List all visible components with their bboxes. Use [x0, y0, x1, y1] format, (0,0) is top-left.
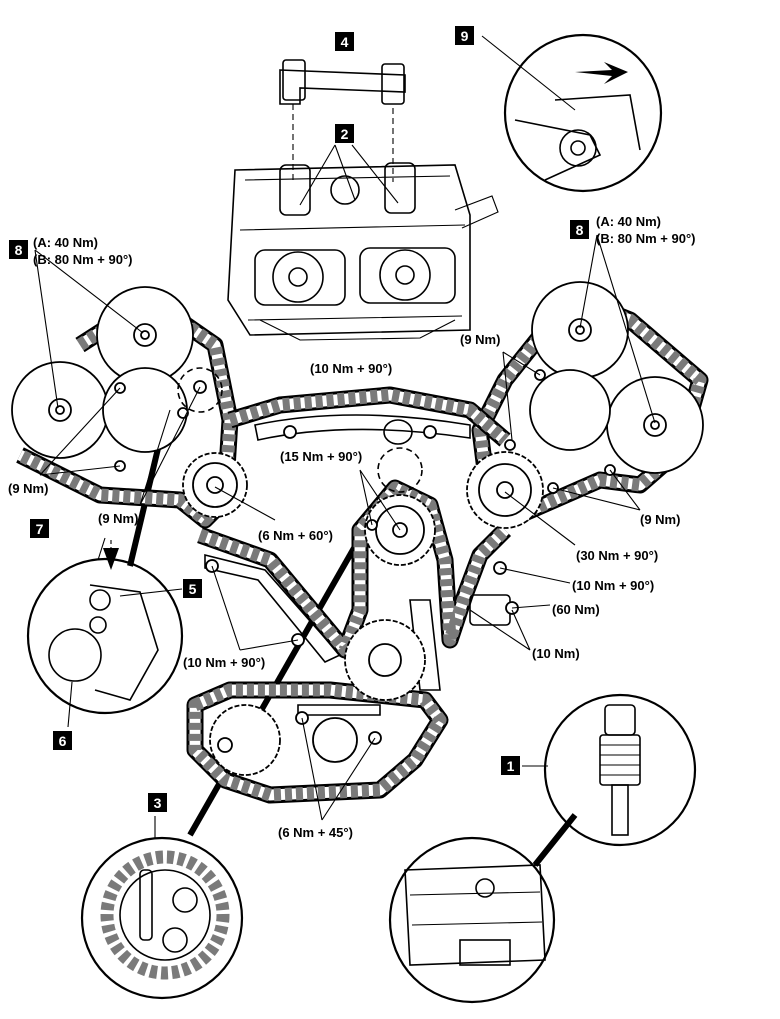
detail-callout-9	[503, 33, 663, 193]
press-arrow-icon	[103, 548, 119, 570]
badge-6	[53, 731, 72, 750]
camshaft-sprockets	[11, 281, 704, 494]
badge-8-left	[9, 240, 28, 259]
torque-bottom-6nm45: (6 Nm + 45°)	[278, 825, 353, 840]
torque-left-idler-6nm60: (6 Nm + 60°)	[258, 528, 333, 543]
torque-top-right-9nm: (9 Nm)	[460, 332, 500, 347]
torque-right-10nm90: (10 Nm + 90°)	[572, 578, 654, 593]
badge-2-text: 2	[341, 126, 349, 142]
rotation-arrow-icon	[575, 62, 628, 84]
torque-lower-left-10nm90: (10 Nm + 90°)	[183, 655, 265, 670]
badge-4-text: 4	[341, 34, 349, 50]
torque-right-30nm: (30 Nm + 90°)	[576, 548, 658, 563]
torque-right-a: (A: 40 Nm)	[596, 214, 661, 229]
badge-7	[30, 519, 49, 538]
chain-guides	[204, 414, 519, 745]
torque-left-b: (B: 80 Nm + 90°)	[33, 252, 132, 267]
badge-9-text: 9	[461, 28, 469, 44]
detail-callout-3	[80, 836, 244, 1000]
badge-4	[335, 32, 354, 51]
torque-labels: (A: 40 Nm) (B: 80 Nm + 90°) (A: 40 Nm) (…	[8, 214, 695, 840]
torque-left-9nm-a: (9 Nm)	[8, 481, 48, 496]
cylinder-head-illustration	[227, 162, 499, 341]
torque-right-10nm: (10 Nm)	[532, 646, 580, 661]
badge-3	[148, 793, 167, 812]
detail-callout-engine-block	[388, 836, 556, 1004]
badge-8-left-text: 8	[15, 242, 23, 258]
badge-1	[501, 756, 520, 775]
detail-callout-1	[543, 693, 697, 847]
leader-line-1	[532, 813, 578, 867]
badge-7-text: 7	[36, 521, 44, 537]
torque-right-b: (B: 80 Nm + 90°)	[596, 231, 695, 246]
badge-5-text: 5	[189, 581, 197, 597]
torque-right-9nm: (9 Nm)	[640, 512, 680, 527]
torque-idler-15nm: (15 Nm + 90°)	[280, 449, 362, 464]
badge-8-right	[570, 220, 589, 239]
badge-2	[335, 124, 354, 143]
badge-3-text: 3	[154, 795, 162, 811]
badge-8-right-text: 8	[576, 222, 584, 238]
part-badges: 4 2 9 8 8 7 5 6 3 1	[9, 26, 589, 812]
torque-upper-guide: (10 Nm + 90°)	[310, 361, 392, 376]
torque-right-60nm: (60 Nm)	[552, 602, 600, 617]
badge-1-text: 1	[507, 758, 515, 774]
torque-left-a: (A: 40 Nm)	[33, 235, 98, 250]
camshaft-locking-bridge-tool	[279, 59, 406, 182]
badge-6-text: 6	[59, 733, 67, 749]
torque-leader-lines	[34, 35, 656, 838]
badge-9	[455, 26, 474, 45]
torque-left-9nm-b: (9 Nm)	[98, 511, 138, 526]
badge-5	[183, 579, 202, 598]
detail-callout-7-5-6	[26, 540, 184, 715]
